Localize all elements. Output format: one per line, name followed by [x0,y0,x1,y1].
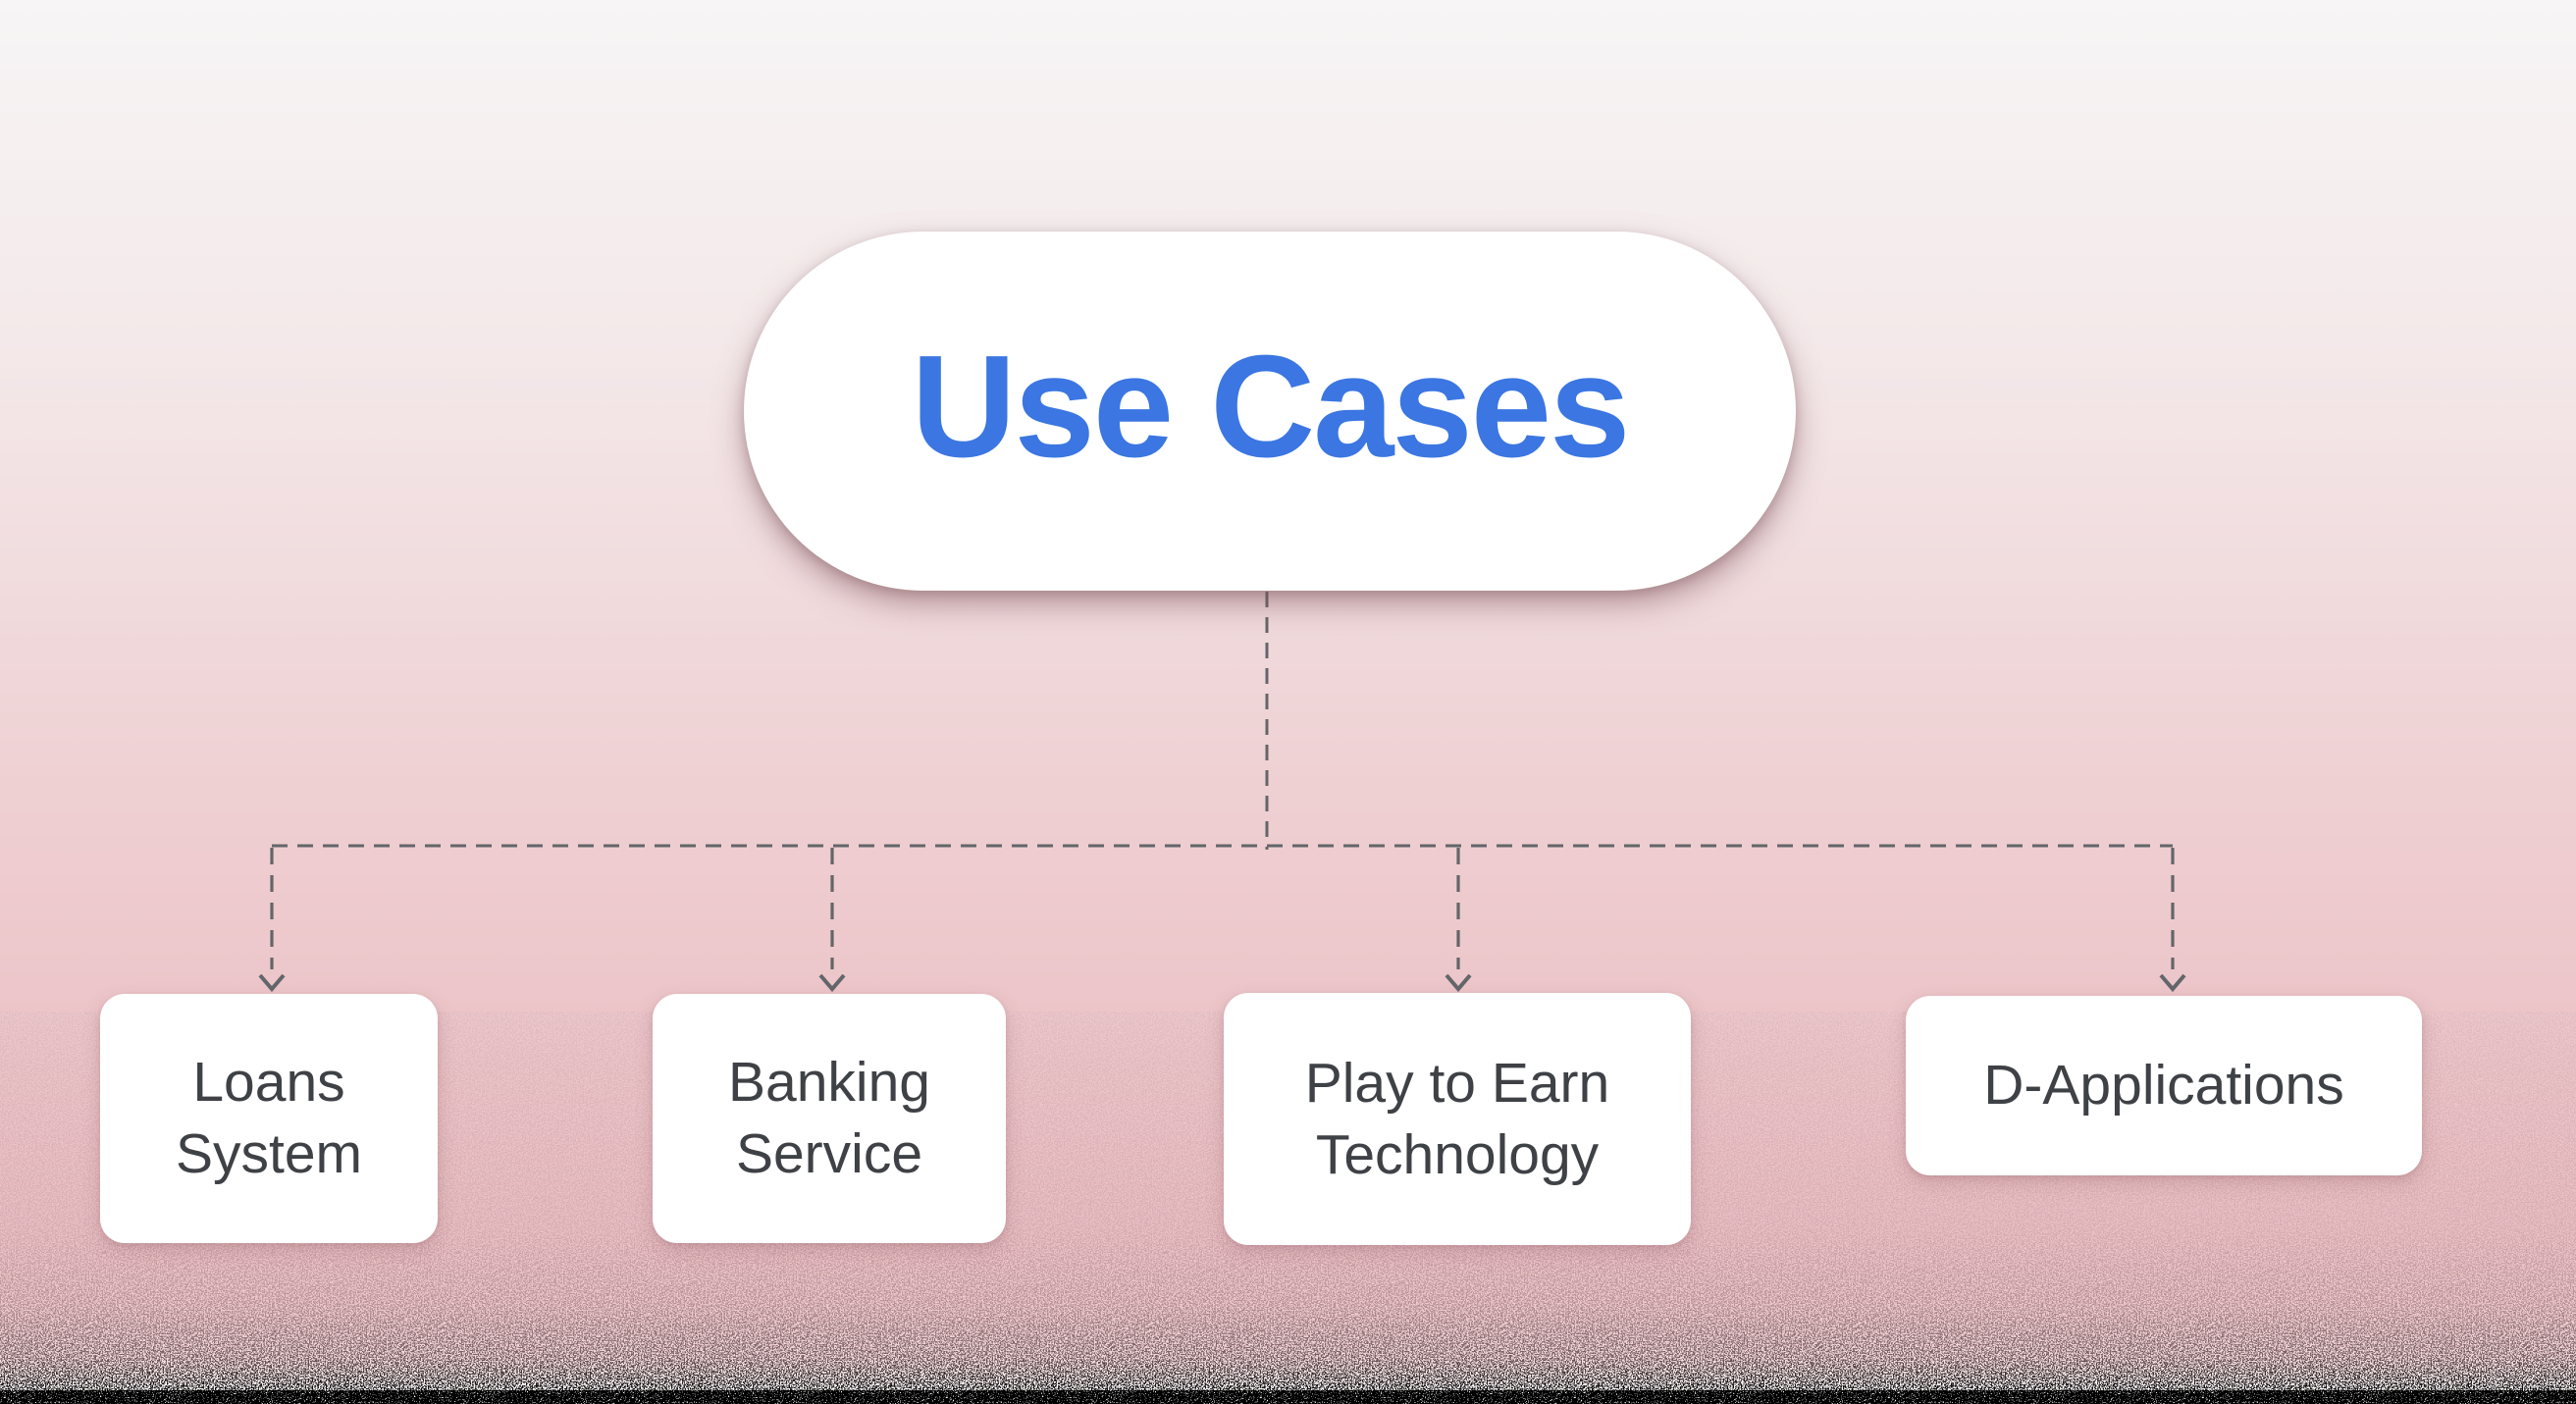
node-play-to-earn-technology[interactable]: Play to Earn Technology [1224,993,1691,1245]
arrowhead-icon [2159,973,2186,993]
arrowhead-icon [258,973,286,993]
node-loans-system[interactable]: Loans System [100,994,438,1243]
node-banking-service-label-line2: Service [735,1122,923,1185]
node-banking-service-label-line1: Banking [728,1051,930,1114]
node-banking-service[interactable]: Banking Service [653,994,1006,1243]
node-play-to-earn-label-line1: Play to Earn [1304,1051,1610,1115]
arrowhead-icon [1445,973,1472,993]
node-loans-system-label-line2: System [175,1122,363,1185]
node-use-cases-label: Use Cases [911,326,1631,488]
node-loans-system-label-line1: Loans [192,1051,345,1114]
node-play-to-earn-label-line2: Technology [1315,1122,1600,1186]
node-d-applications[interactable]: D-Applications [1906,996,2422,1175]
arrowhead-icon [818,973,846,993]
node-use-cases[interactable]: Use Cases [744,232,1796,591]
node-d-applications-label-line1: D-Applications [1983,1054,2344,1117]
